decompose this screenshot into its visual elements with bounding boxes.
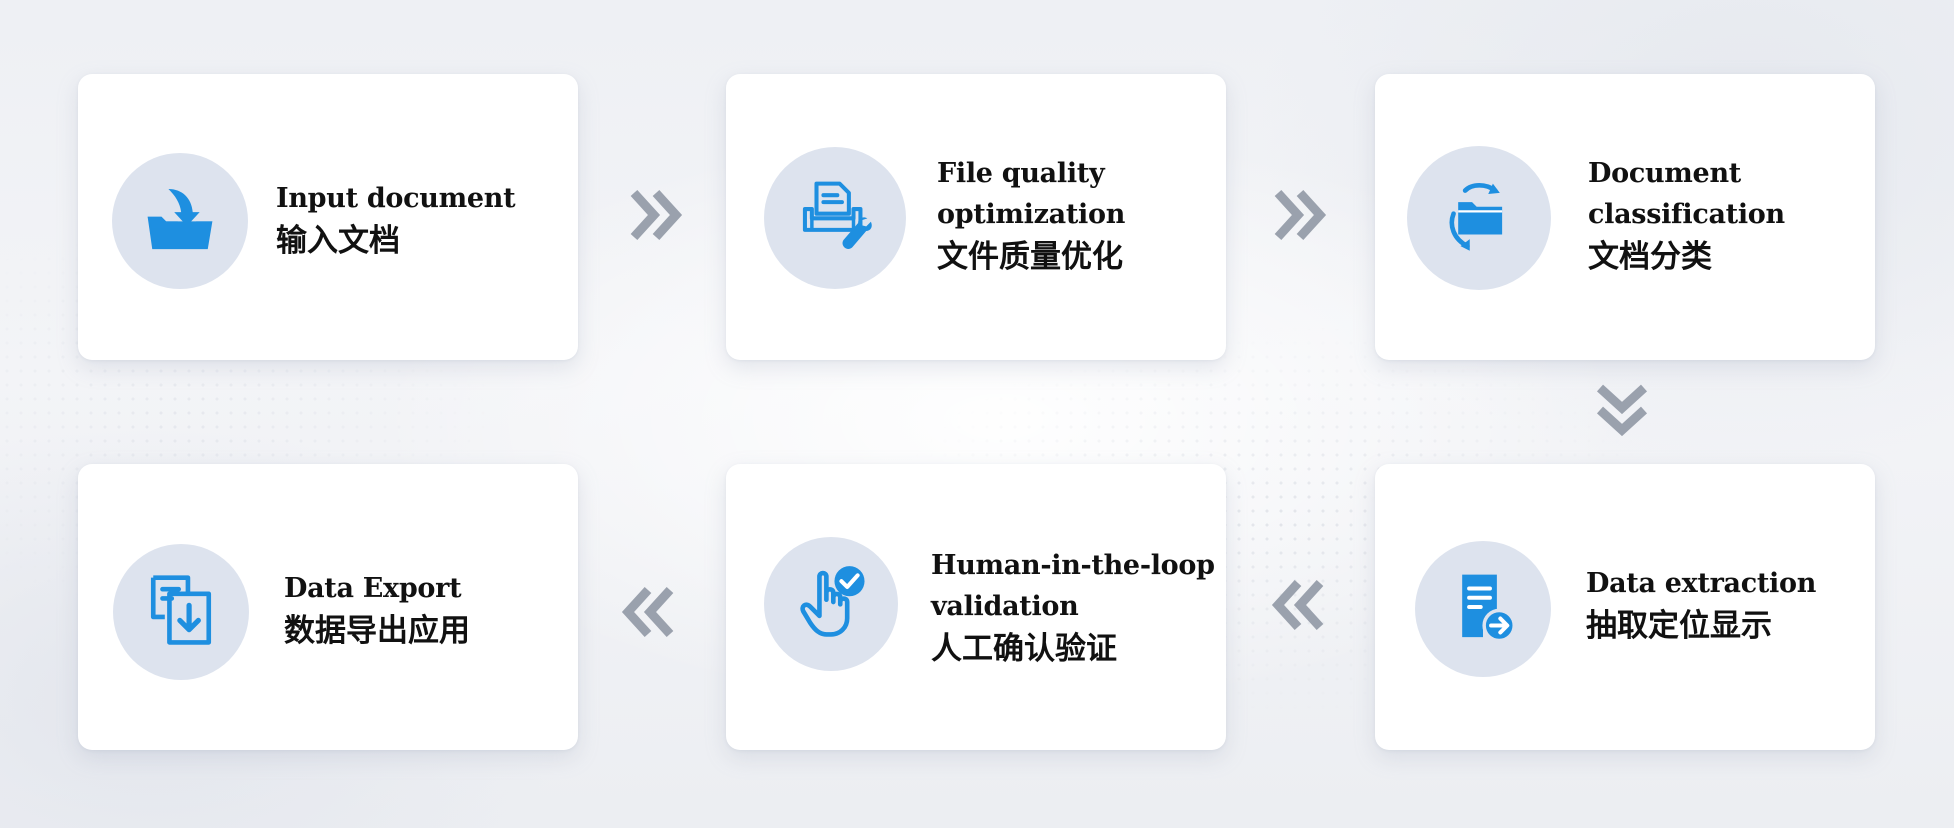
icon-circle <box>1407 146 1551 290</box>
step-label: Data Export 数据导出应用 <box>284 568 569 653</box>
double-chevron-left-icon <box>1266 575 1326 635</box>
export-download-icon <box>144 573 218 651</box>
icon-circle <box>764 537 898 671</box>
step-card-human-validation: Human-in-the-loop validation 人工确认验证 <box>726 464 1226 750</box>
step-title-zh: 文件质量优化 <box>937 239 1123 275</box>
folder-download-icon <box>143 182 217 260</box>
double-chevron-down-icon <box>1592 384 1652 444</box>
double-chevron-right-icon <box>1272 185 1332 245</box>
double-chevron-left-icon <box>616 582 676 642</box>
step-card-data-extraction: Data extraction 抽取定位显示 <box>1375 464 1875 750</box>
step-title-en: Human-in-the-loop validation <box>931 550 1215 622</box>
document-wrench-icon <box>798 179 872 257</box>
step-label: Document classification 文档分类 <box>1588 153 1868 279</box>
double-chevron-right-icon <box>628 185 688 245</box>
step-card-input-document: Input document 输入文档 <box>78 74 578 360</box>
step-label: Data extraction 抽取定位显示 <box>1586 563 1871 648</box>
step-card-file-quality: File quality optimization 文件质量优化 <box>726 74 1226 360</box>
step-title-en: File quality optimization <box>937 158 1126 230</box>
step-title-zh: 抽取定位显示 <box>1586 608 1772 644</box>
step-title-en: Data extraction <box>1586 568 1817 599</box>
document-arrow-icon <box>1446 570 1520 648</box>
icon-circle <box>764 147 906 289</box>
step-label: Human-in-the-loop validation 人工确认验证 <box>931 545 1221 671</box>
step-label: Input document 输入文档 <box>276 178 566 263</box>
icon-circle <box>112 153 248 289</box>
step-title-zh: 数据导出应用 <box>284 613 470 649</box>
step-card-data-export: Data Export 数据导出应用 <box>78 464 578 750</box>
step-title-zh: 输入文档 <box>276 223 400 259</box>
step-title-en: Data Export <box>284 573 462 604</box>
step-title-en: Input document <box>276 183 516 214</box>
hand-check-icon <box>794 565 868 643</box>
folder-sync-icon <box>1442 179 1516 257</box>
step-card-document-classification: Document classification 文档分类 <box>1375 74 1875 360</box>
icon-circle <box>113 544 249 680</box>
step-label: File quality optimization 文件质量优化 <box>937 153 1217 279</box>
icon-circle <box>1415 541 1551 677</box>
step-title-en: Document classification <box>1588 158 1785 230</box>
step-title-zh: 文档分类 <box>1588 239 1712 275</box>
step-title-zh: 人工确认验证 <box>931 631 1117 667</box>
